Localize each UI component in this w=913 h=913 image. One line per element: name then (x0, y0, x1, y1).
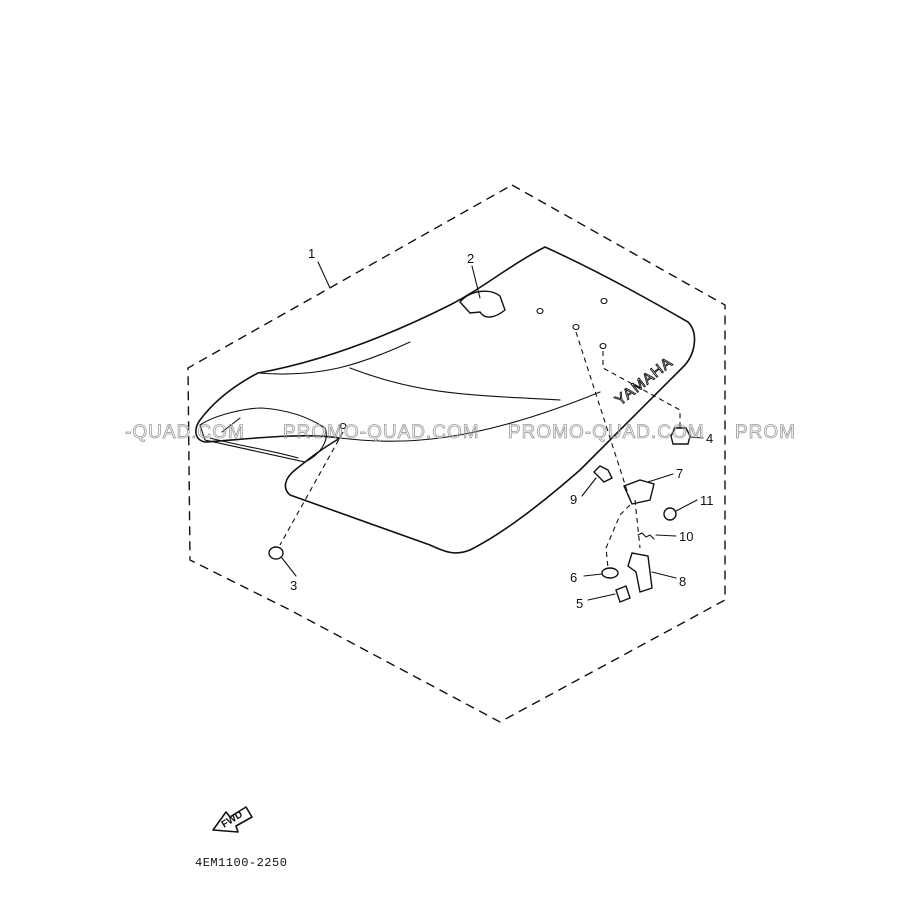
callout-1: 1 (308, 246, 315, 261)
callout-10: 10 (679, 529, 693, 544)
leader-10 (655, 534, 677, 537)
watermark-segment-1: -QUAD.COM (125, 422, 245, 443)
part-2-strap (459, 290, 506, 318)
fwd-arrow-icon: FWD (212, 806, 253, 833)
guide-line-3 (279, 431, 344, 546)
fwd-label: FWD (220, 809, 245, 830)
callout-5: 5 (576, 596, 583, 611)
guide-line-8 (634, 499, 641, 549)
guide-line-center (575, 331, 631, 501)
assembly-boundary (187, 184, 726, 723)
leader-7 (647, 473, 674, 483)
callout-8: 8 (679, 574, 686, 589)
leader-11 (675, 499, 698, 512)
guide-line-6 (605, 504, 631, 569)
leader-9 (581, 477, 597, 497)
diagram-code: 4EM1100-2250 (195, 856, 287, 870)
leader-3 (281, 557, 297, 577)
part-4-damper (670, 427, 691, 445)
leader-1 (317, 261, 331, 289)
leader-2 (471, 265, 481, 299)
seat-brand-text: YAMAHA (612, 354, 676, 409)
part-6-washer (601, 567, 619, 579)
seat: YAMAHA (195, 246, 696, 554)
part-9-pin (593, 465, 613, 483)
callout-4: 4 (706, 431, 713, 446)
watermark-segment-4: PROM (735, 422, 796, 443)
leader-6 (583, 573, 603, 577)
callout-11: 11 (700, 493, 714, 508)
part-11-washer (663, 507, 677, 521)
callout-2: 2 (467, 251, 474, 266)
part-3-nut (268, 546, 284, 560)
part-8-latch (627, 552, 653, 593)
callout-3: 3 (290, 578, 297, 593)
part-10-spring (637, 532, 655, 540)
leader-4 (689, 436, 704, 439)
watermark-segment-2: PROMO-QUAD.COM (283, 422, 480, 443)
part-7-lock-plate (623, 479, 655, 505)
callout-9: 9 (570, 492, 577, 507)
leader-5 (587, 593, 616, 601)
part-5-bolt (615, 585, 631, 603)
watermark-segment-3: PROMO-QUAD.COM (508, 422, 705, 443)
leader-8 (651, 571, 677, 579)
callout-7: 7 (676, 466, 683, 481)
callout-6: 6 (570, 570, 577, 585)
